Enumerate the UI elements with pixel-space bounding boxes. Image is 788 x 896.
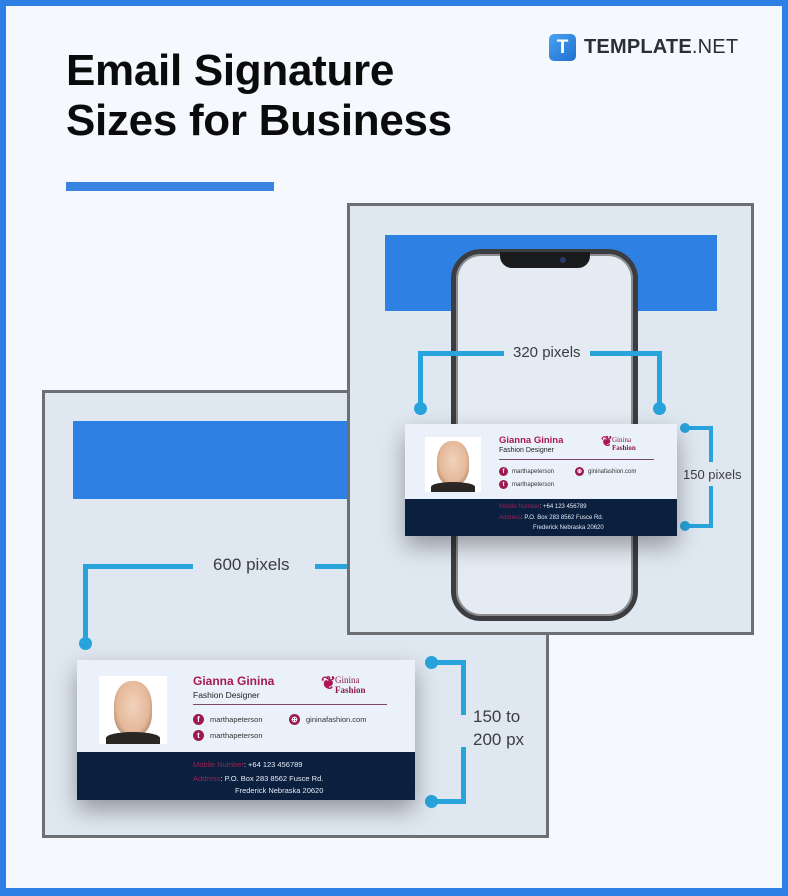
template-logo-icon: T [549, 34, 576, 61]
website-link[interactable]: ⊕ gininafashion.com [289, 714, 366, 725]
signature-photo [99, 676, 167, 744]
title-line-2: Sizes for Business [66, 96, 452, 145]
desktop-email-signature: Gianna Ginina Fashion Designer ❦ Ginina … [77, 660, 415, 800]
mobile-height-bracket-bottom [683, 524, 713, 528]
globe-icon: ⊕ [575, 467, 584, 476]
title-line-1: Email Signature [66, 46, 395, 95]
ginina-logo-icon: ❦ [601, 435, 613, 450]
facebook-link[interactable]: f marthapeterson [193, 714, 263, 725]
signature-contact-band: Mobile Number: +64 123 456789 Address: P… [405, 499, 677, 536]
width-bracket-top-left [83, 564, 193, 569]
height-bracket-top [429, 660, 466, 665]
height-bracket-lower [461, 747, 466, 804]
mobile-height-bracket-upper [709, 426, 713, 462]
address-row: Address: P.O. Box 283 8562 Fusce Rd. [193, 774, 324, 783]
page-title: Email Signature Sizes for Business [66, 46, 452, 146]
address-row: Address: P.O. Box 283 8562 Fusce Rd. [499, 515, 604, 521]
width-bracket-top-right [315, 564, 355, 569]
twitter-link[interactable]: t marthapeterson [499, 480, 554, 489]
mobile-width-bracket-right [657, 351, 662, 407]
mobile-email-signature: Gianna Ginina Fashion Designer ❦ Ginina … [405, 424, 677, 536]
signature-name: Gianna Ginina [499, 435, 564, 446]
mobile-height-dot-bottom [680, 521, 690, 531]
mobile-height-bracket-top [683, 426, 713, 430]
phone-notch [500, 252, 590, 268]
website-link[interactable]: ⊕ gininafashion.com [575, 467, 637, 476]
width-bracket-dot-left [79, 637, 92, 650]
height-bracket-bottom [429, 799, 466, 804]
facebook-link[interactable]: f marthapeterson [499, 467, 554, 476]
height-bracket-dot-top [425, 656, 438, 669]
mobile-height-bracket-lower [709, 486, 713, 528]
desktop-height-line-2: 200 px [473, 730, 525, 749]
globe-icon: ⊕ [289, 714, 300, 725]
mobile-row: Mobile Number: +64 123 456789 [499, 504, 587, 510]
address-row-2: Frederick Nebraska 20620 [235, 786, 324, 795]
ginina-logo-icon: ❦ [321, 673, 337, 693]
title-underline [66, 182, 274, 191]
brand-name: TEMPLATE.NET [584, 36, 738, 59]
desktop-height-line-1: 150 to [473, 707, 521, 726]
facebook-icon: f [193, 714, 204, 725]
mobile-panel: 320 pixels 150 pixels Gianna Ginina Fash… [347, 203, 754, 635]
brand-name-bold: TEMPLATE [584, 36, 692, 58]
mobile-row: Mobile Number: +64 123 456789 [193, 760, 303, 769]
signature-photo [425, 437, 481, 492]
mobile-width-dot-right [653, 402, 666, 415]
mobile-height-dot-top [680, 423, 690, 433]
infographic-frame: Email Signature Sizes for Business T TEM… [6, 6, 782, 888]
signature-contact-band: Mobile Number: +64 123 456789 Address: P… [77, 752, 415, 800]
mobile-width-bracket-top-right [590, 351, 662, 356]
brand-logo: T TEMPLATE.NET [549, 34, 738, 61]
mobile-width-bracket-top-left [418, 351, 504, 356]
signature-name: Gianna Ginina [193, 674, 275, 688]
signature-role: Fashion Designer [193, 690, 260, 700]
mobile-width-bracket-left [418, 351, 423, 407]
twitter-link[interactable]: t marthapeterson [193, 730, 263, 741]
twitter-icon: t [499, 480, 508, 489]
address-row-2: Frederick Nebraska 20620 [533, 525, 604, 531]
mobile-width-label: 320 pixels [513, 344, 581, 361]
desktop-height-label: 150 to 200 px [473, 705, 524, 751]
height-bracket-upper [461, 660, 466, 715]
desktop-header-bar [73, 421, 373, 499]
signature-divider [499, 459, 654, 460]
mobile-height-label: 150 pixels [683, 467, 742, 482]
brand-name-light: .NET [691, 36, 739, 58]
signature-role: Fashion Designer [499, 447, 554, 454]
desktop-width-label: 600 pixels [213, 555, 290, 574]
mobile-width-dot-left [414, 402, 427, 415]
signature-company-logo: ❦ Ginina Fashion [601, 435, 636, 452]
twitter-icon: t [193, 730, 204, 741]
signature-divider [193, 704, 387, 705]
height-bracket-dot-bottom [425, 795, 438, 808]
width-bracket-left [83, 564, 88, 642]
signature-company-logo: ❦ Ginina Fashion [321, 673, 366, 695]
facebook-icon: f [499, 467, 508, 476]
